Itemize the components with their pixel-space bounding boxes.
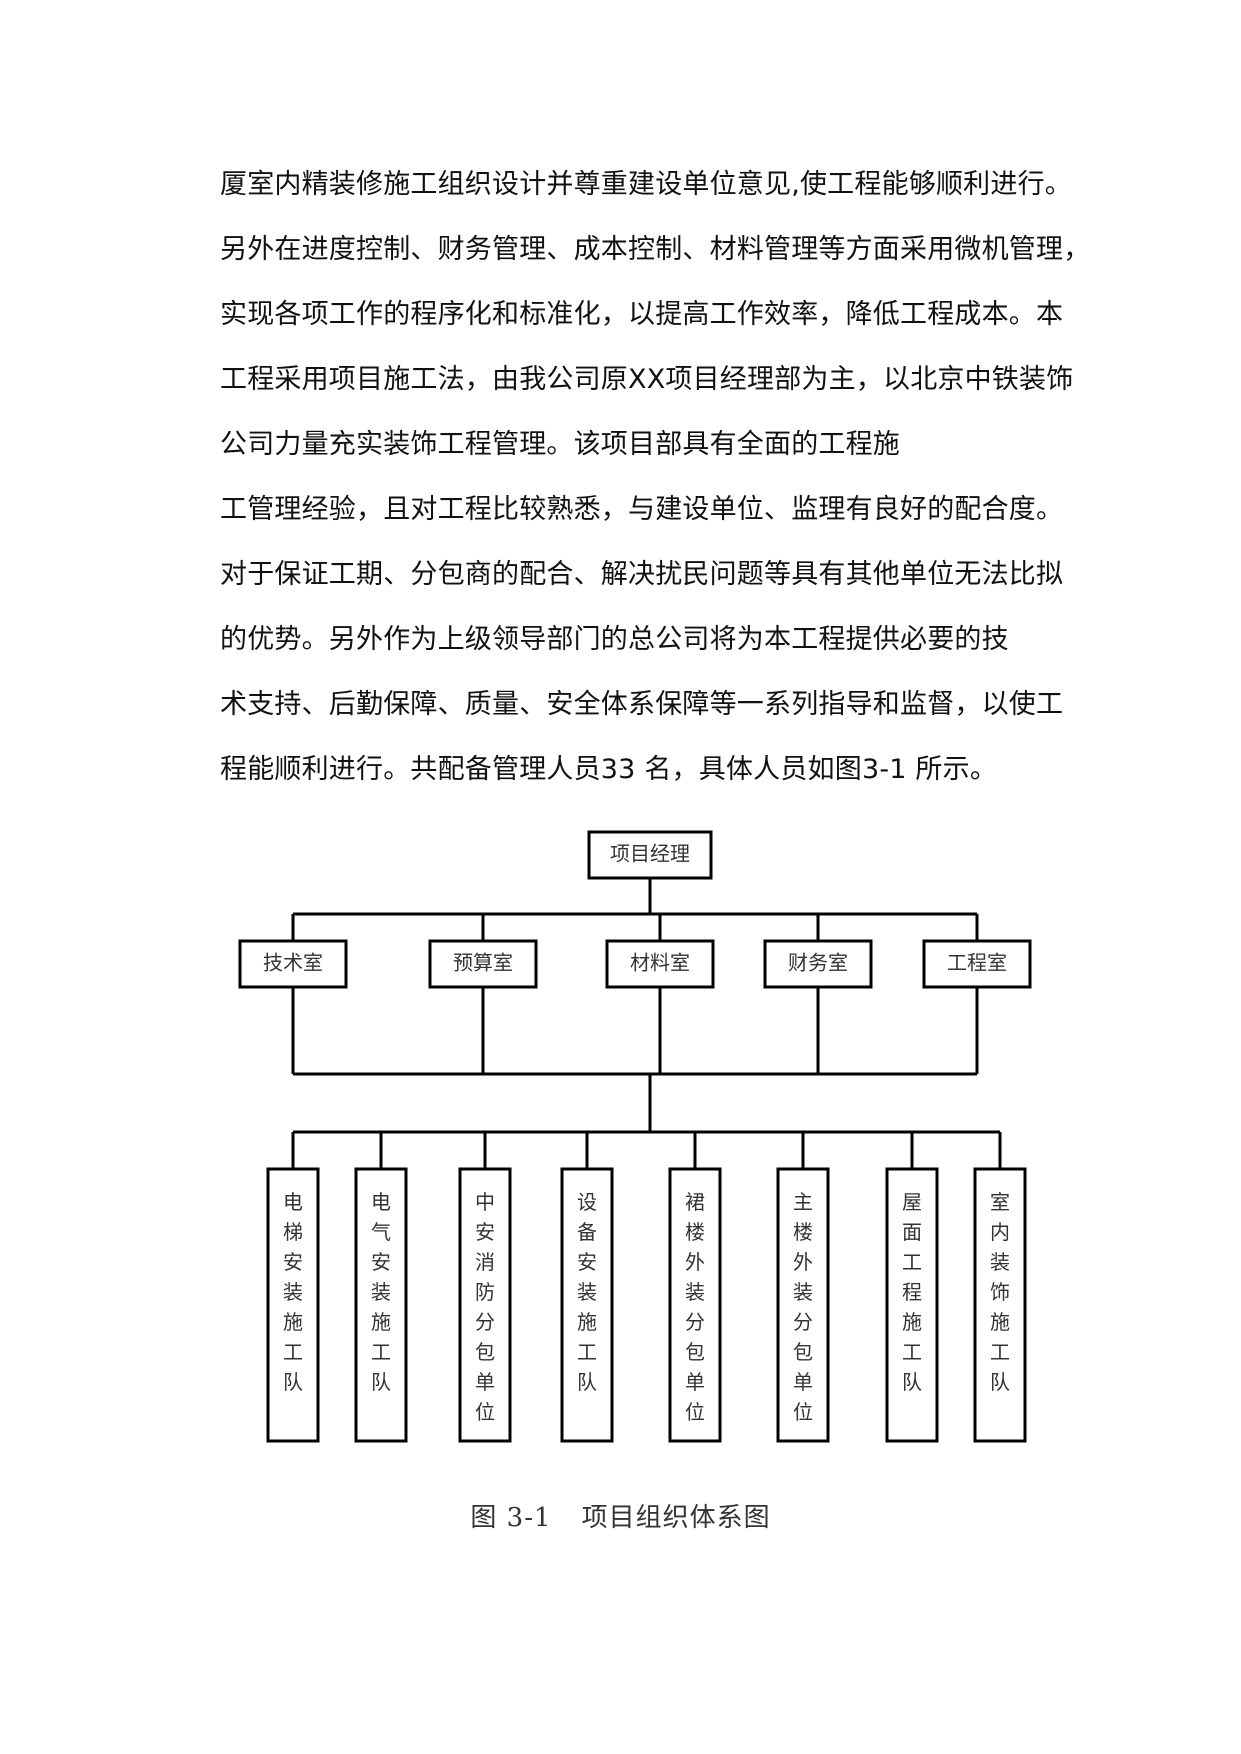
department-box <box>428 939 538 989</box>
root-label: 项目经理 <box>610 842 690 866</box>
department-label: 财务室 <box>788 951 848 975</box>
team-box <box>885 1167 939 1443</box>
team-box <box>458 1167 512 1443</box>
team-label: 电气安装施工队 <box>371 1190 391 1394</box>
paragraph-line: 工管理经验，且对工程比较熟悉，与建设单位、监理有良好的配合度。 <box>220 494 1064 525</box>
paragraph-line: 公司力量充实装饰工程管理。该项目部具有全面的工程施 <box>220 429 900 460</box>
team-box <box>973 1167 1027 1443</box>
figure-caption: 图 3-1 项目组织体系图 <box>0 1497 1241 1534</box>
team-box <box>354 1167 408 1443</box>
team-label: 设备安装施工队 <box>577 1190 597 1394</box>
paragraph-line: 术支持、后勤保障、质量、安全体系保障等一系列指导和监督，以使工 <box>220 689 1064 720</box>
body-paragraph: 厦室内精装修施工组织设计并尊重建设单位意见,使工程能够顺利进行。 另外在进度控制… <box>220 152 1091 802</box>
paragraph-line: 程能顺利进行。共配备管理人员33 名，具体人员如图3-1 所示。 <box>220 754 998 785</box>
paragraph-line: 实现各项工作的程序化和标准化，以提高工作效率，降低工程成本。本 <box>220 299 1064 330</box>
paragraph-line: 厦室内精装修施工组织设计并尊重建设单位意见,使工程能够顺利进行。 <box>220 169 1072 200</box>
team-label: 电梯安装施工队 <box>283 1190 303 1394</box>
figure-title: 项目组织体系图 <box>581 1503 771 1533</box>
figure-number: 图 3-1 <box>470 1503 552 1533</box>
team-box <box>560 1167 614 1443</box>
team-label: 屋面工程施工队 <box>902 1190 922 1394</box>
team-label: 中安消防分包单位 <box>475 1190 495 1424</box>
department-label: 材料室 <box>630 951 690 975</box>
department-box <box>238 939 348 989</box>
department-label: 技术室 <box>263 951 323 975</box>
team-label: 室内装饰施工队 <box>990 1190 1010 1394</box>
team-box <box>266 1167 320 1443</box>
paragraph-line: 的优势。另外作为上级领导部门的总公司将为本工程提供必要的技 <box>220 624 1009 655</box>
team-box <box>668 1167 722 1443</box>
department-box <box>922 939 1032 989</box>
team-box <box>776 1167 830 1443</box>
paragraph-line: 工程采用项目施工法，由我公司原XX项目经理部为主，以北京中铁装饰 <box>220 364 1074 395</box>
team-label: 主楼外装分包单位 <box>793 1190 813 1424</box>
department-label: 工程室 <box>947 951 1007 975</box>
department-label: 预算室 <box>453 951 513 975</box>
paragraph-line: 另外在进度控制、财务管理、成本控制、材料管理等方面采用微机管理， <box>220 234 1091 265</box>
team-label: 裙楼外装分包单位 <box>685 1190 705 1424</box>
paragraph-line: 对于保证工期、分包商的配合、解决扰民问题等具有其他单位无法比拟 <box>220 559 1064 590</box>
